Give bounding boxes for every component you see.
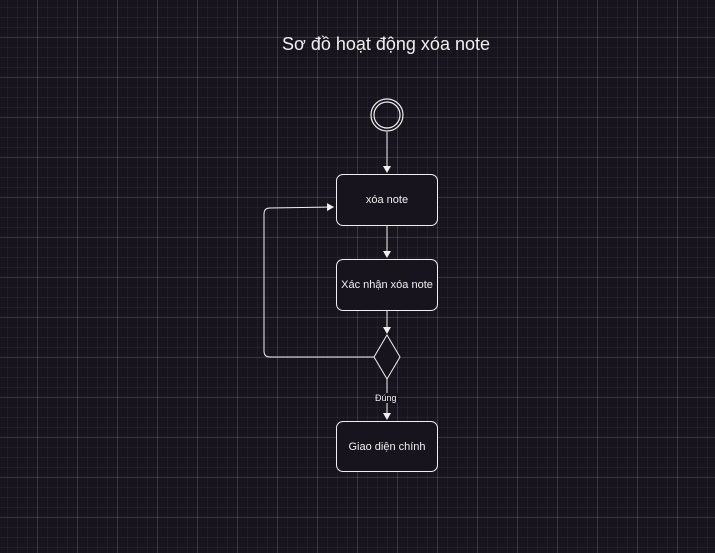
diagram-title: Sơ đồ hoạt động xóa note: [282, 34, 490, 54]
edge-label-yes: Đúng: [374, 393, 398, 403]
node-delete-note: xóa note: [336, 174, 438, 226]
decision-node: [373, 334, 401, 380]
node-confirm-delete: Xác nhận xóa note: [336, 259, 438, 311]
start-node: [370, 98, 404, 132]
edge-decision-loop-back: [263, 203, 374, 358]
node-main-screen: Giao diện chính: [336, 421, 438, 472]
